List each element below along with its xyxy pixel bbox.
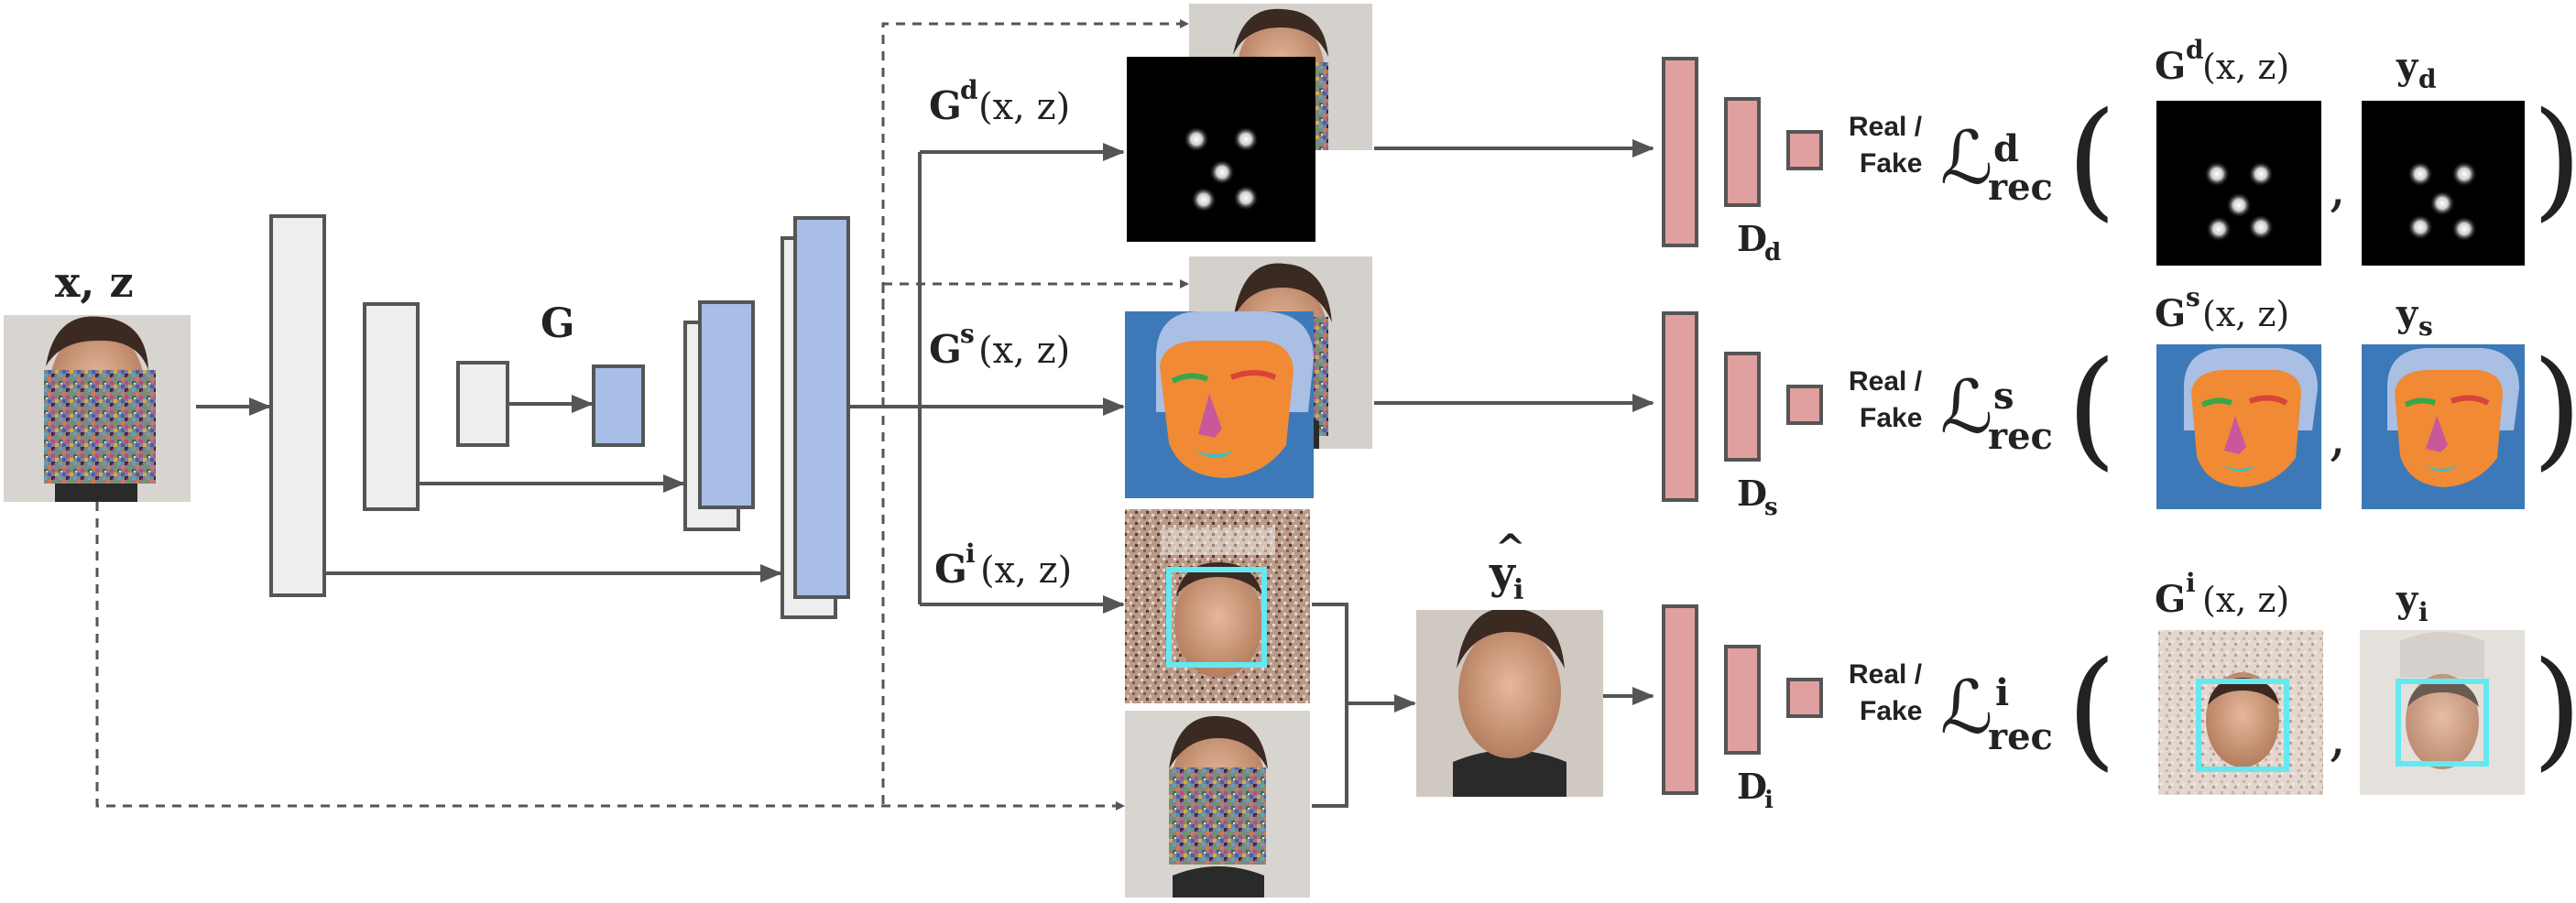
svg-text:G: G	[934, 547, 967, 592]
svg-text:y: y	[2396, 578, 2419, 621]
svg-text:s: s	[960, 319, 975, 349]
depth-map-output	[1127, 57, 1315, 242]
loss-depth-gt-image	[2362, 101, 2525, 266]
branch-label-seg: G s (x, z)	[929, 319, 1070, 372]
svg-text:i: i	[966, 539, 976, 569]
svg-text:(x, z): (x, z)	[978, 330, 1070, 372]
branch-label-depth: G d (x, z)	[929, 75, 1070, 128]
svg-text:Real /: Real /	[1849, 659, 1923, 690]
input-image	[4, 315, 191, 502]
svg-text:ℒ: ℒ	[1940, 364, 1993, 450]
svg-text:i: i	[1513, 574, 1523, 606]
branch-label-img: G i (x, z)	[934, 539, 1072, 592]
decoder-block-2	[698, 300, 755, 509]
svg-text:G: G	[929, 327, 962, 372]
svg-text:d: d	[2418, 64, 2437, 94]
svg-text:): )	[2532, 85, 2576, 234]
svg-text:s: s	[1764, 494, 1778, 521]
svg-text:i: i	[1995, 671, 2009, 714]
svg-text:D: D	[1737, 766, 1767, 807]
svg-text:G: G	[929, 83, 962, 128]
dashed-input-routes	[95, 19, 1189, 811]
svg-text:ℒ: ℒ	[1940, 115, 1993, 201]
svg-text:(x, z): (x, z)	[2202, 294, 2289, 334]
loss-depth: ℒ d rec ( G d (x, z) y d , )	[1940, 35, 2576, 234]
svg-text:G: G	[2155, 45, 2186, 88]
svg-text:Fake: Fake	[1860, 148, 1922, 179]
svg-text:rec: rec	[1988, 715, 2053, 758]
svg-text:,: ,	[2329, 155, 2346, 219]
encoder-block-2	[363, 302, 420, 511]
noise-patch	[44, 370, 156, 484]
svg-text:y: y	[2396, 45, 2419, 88]
loss-depth-gen-image	[2156, 101, 2321, 266]
svg-text:Real /: Real /	[1849, 112, 1923, 142]
svg-text:i: i	[1764, 787, 1774, 814]
loss-seg-gen-image	[2156, 344, 2321, 509]
svg-text:d: d	[1764, 239, 1781, 267]
svg-text:y: y	[1489, 548, 1517, 599]
svg-text:d: d	[1993, 127, 2019, 170]
crop-box-gen	[2196, 679, 2289, 772]
merge-connector	[1312, 603, 1416, 808]
input-face-copy	[1125, 711, 1310, 898]
generator: G	[196, 214, 850, 619]
real-fake-seg: Real / Fake	[1849, 366, 1923, 433]
svg-text:G: G	[2155, 578, 2186, 621]
encoder-block-3	[456, 361, 509, 447]
segmentation-output	[1125, 311, 1314, 498]
svg-text:(: (	[2067, 85, 2117, 234]
svg-text:Fake: Fake	[1860, 403, 1922, 433]
svg-text:Real /: Real /	[1849, 366, 1923, 397]
svg-text:d: d	[960, 75, 978, 105]
loss-img: ℒ i rec ( G i (x, z) y i , )	[1940, 568, 2576, 784]
svg-text:): )	[2532, 334, 2576, 484]
crop-box-gt	[2396, 679, 2489, 767]
svg-text:y: y	[2396, 292, 2419, 335]
svg-text:(x, z): (x, z)	[2202, 47, 2289, 87]
y-hat-image	[1416, 610, 1603, 797]
svg-text:D: D	[1737, 218, 1767, 259]
svg-text:rec: rec	[1988, 415, 2053, 458]
svg-text:i: i	[2418, 597, 2429, 627]
discriminator-depth: D d	[1662, 57, 1823, 267]
svg-text:d: d	[2186, 35, 2204, 65]
discriminator-img: D i	[1662, 604, 1823, 814]
real-fake-img: Real / Fake	[1849, 659, 1923, 726]
svg-text:(: (	[2067, 334, 2117, 484]
decoder-block-1	[592, 364, 645, 447]
face-crop-box	[1166, 567, 1267, 668]
y-hat-label: y ^ i	[1489, 527, 1526, 606]
encoder-block-1	[269, 214, 326, 597]
svg-text:^: ^	[1495, 527, 1526, 570]
generator-label: G	[540, 300, 575, 347]
svg-text:(x, z): (x, z)	[2202, 580, 2289, 620]
loss-seg: ℒ s rec ( G s (x, z) y s , )	[1940, 282, 2576, 484]
svg-text:,: ,	[2329, 404, 2346, 468]
loss-seg-gt-image	[2362, 344, 2525, 509]
input-label: x, z	[55, 257, 134, 307]
loss-img-gen-image	[2158, 630, 2323, 795]
svg-text:(x, z): (x, z)	[978, 86, 1070, 128]
svg-text:ℒ: ℒ	[1940, 665, 1993, 750]
svg-text:i: i	[2186, 568, 2196, 598]
svg-text:s: s	[1993, 375, 2014, 418]
svg-text:(x, z): (x, z)	[980, 549, 1072, 592]
svg-text:rec: rec	[1988, 166, 2053, 209]
svg-text:(: (	[2067, 635, 2117, 784]
svg-text:s: s	[2418, 311, 2433, 342]
svg-text:G: G	[2155, 292, 2186, 335]
svg-text:s: s	[2186, 282, 2200, 312]
loss-img-gt-image	[2360, 630, 2525, 795]
svg-text:,: ,	[2329, 704, 2346, 768]
real-fake-depth: Real / Fake	[1849, 112, 1923, 179]
branch-connectors	[848, 143, 1125, 614]
discriminator-seg: D s	[1662, 311, 1823, 521]
generated-face-output	[1125, 509, 1310, 703]
svg-text:): )	[2532, 635, 2576, 784]
svg-text:D: D	[1737, 473, 1767, 514]
svg-text:Fake: Fake	[1860, 696, 1922, 726]
decoder-block-3	[793, 216, 850, 599]
